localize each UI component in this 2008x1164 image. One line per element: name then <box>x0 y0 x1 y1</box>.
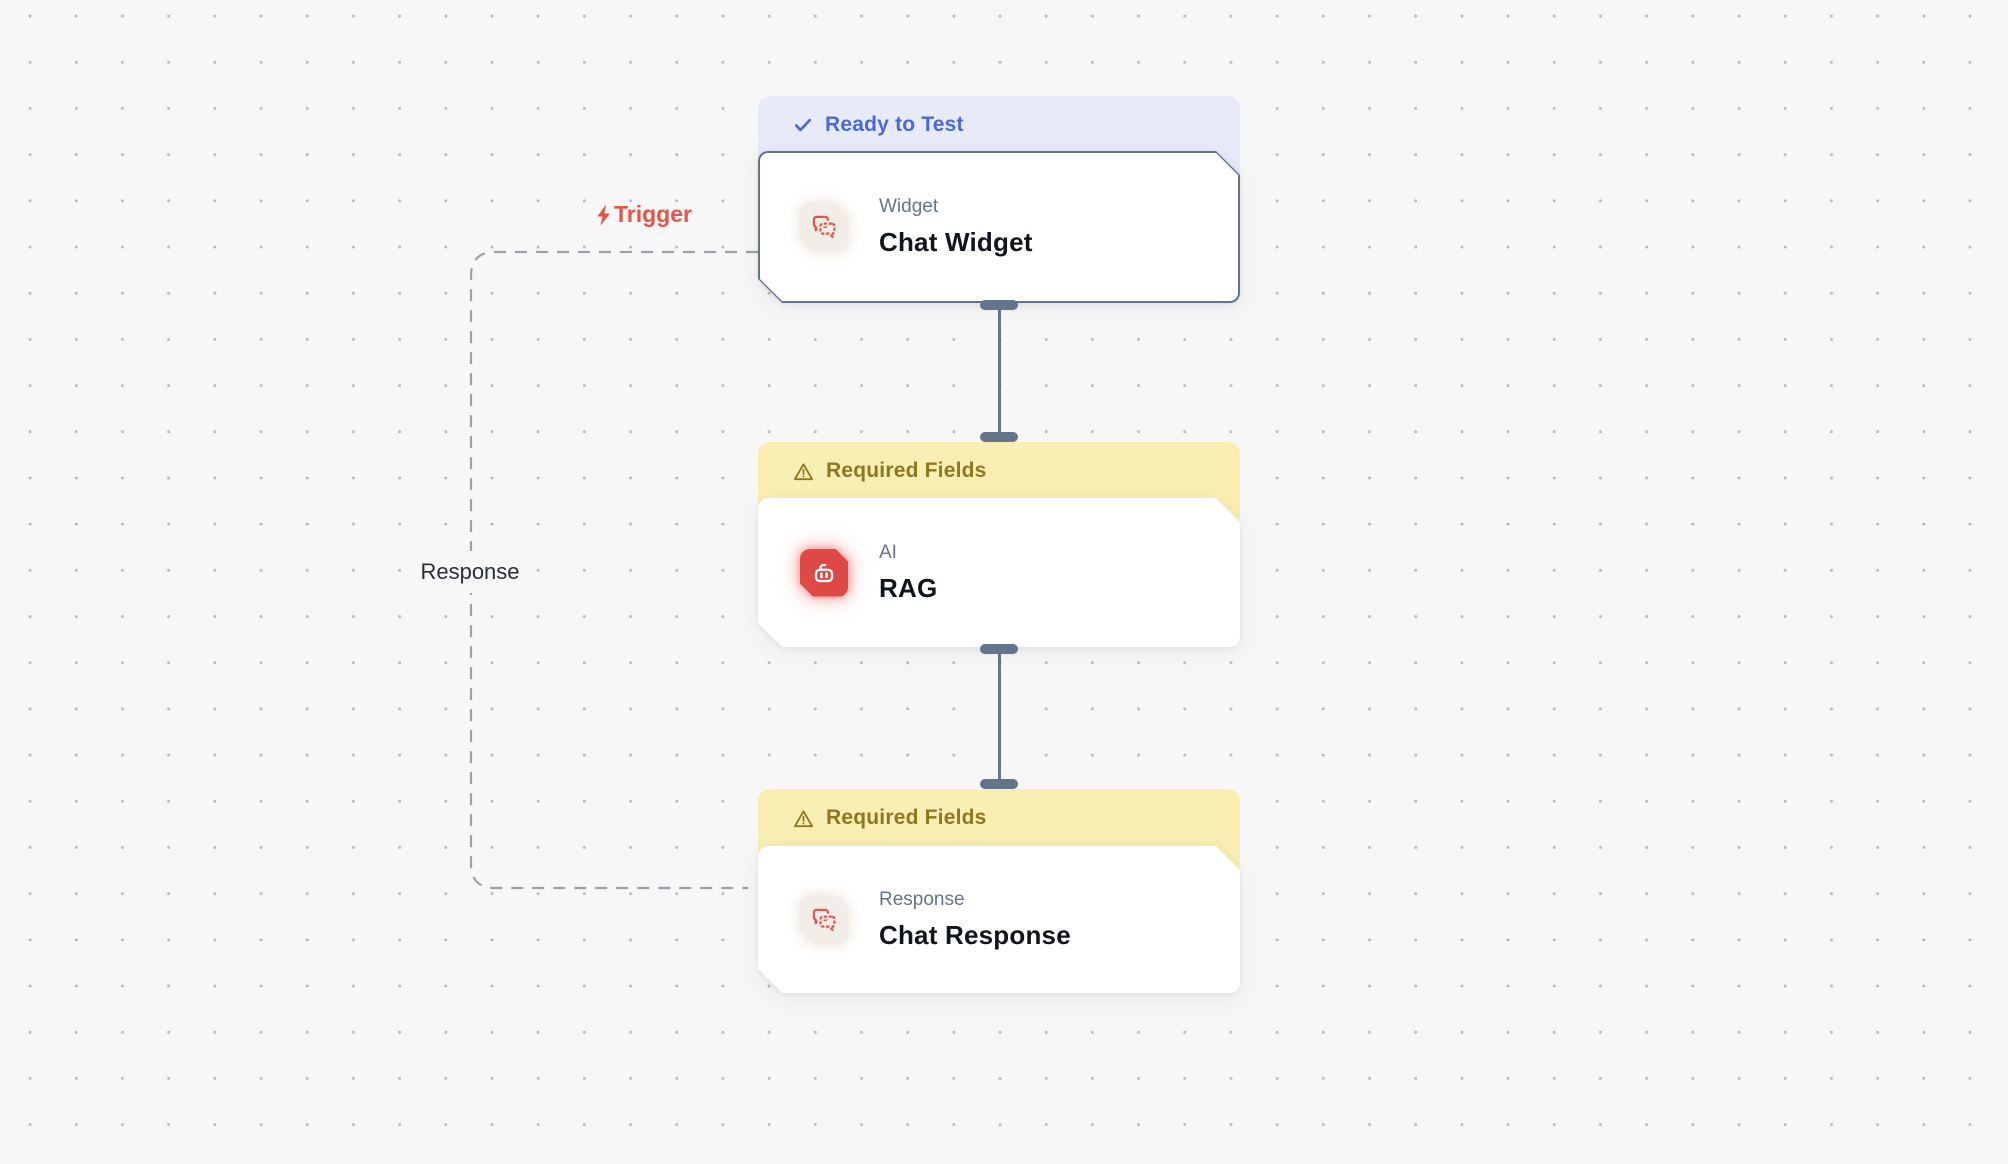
trigger-label: Trigger <box>594 201 692 228</box>
warning-icon <box>792 807 815 836</box>
connector-handle[interactable] <box>980 300 1018 310</box>
node-title: Chat Response <box>879 919 1071 950</box>
node-category: AI <box>879 541 897 563</box>
node-title: RAG <box>879 572 938 603</box>
chat-bubbles-icon <box>800 896 848 944</box>
status-badge-label: Required Fields <box>826 806 987 829</box>
node-title: Chat Widget <box>879 227 1033 257</box>
node-chat-response[interactable]: Response Chat Response <box>758 846 1240 993</box>
warning-icon <box>792 460 815 489</box>
edge-line[interactable] <box>998 303 1001 442</box>
node-rag[interactable]: AI RAG <box>758 498 1240 647</box>
node-chat-widget[interactable]: Widget Chat Widget <box>758 151 1240 303</box>
node-category: Response <box>879 888 965 910</box>
chat-bubbles-icon <box>800 203 848 251</box>
edge-line[interactable] <box>998 647 1001 789</box>
check-icon <box>792 114 814 142</box>
status-badge-label: Required Fields <box>826 459 987 482</box>
trigger-label-text: Trigger <box>614 201 692 227</box>
robot-icon <box>800 549 848 597</box>
lightning-bolt-icon <box>594 203 614 227</box>
node-category: Widget <box>879 196 939 217</box>
connector-handle[interactable] <box>980 779 1018 789</box>
connector-handle[interactable] <box>980 644 1018 654</box>
connector-handle[interactable] <box>980 432 1018 442</box>
response-edge-label: Response <box>408 551 532 593</box>
status-badge-label: Ready to Test <box>825 113 964 136</box>
